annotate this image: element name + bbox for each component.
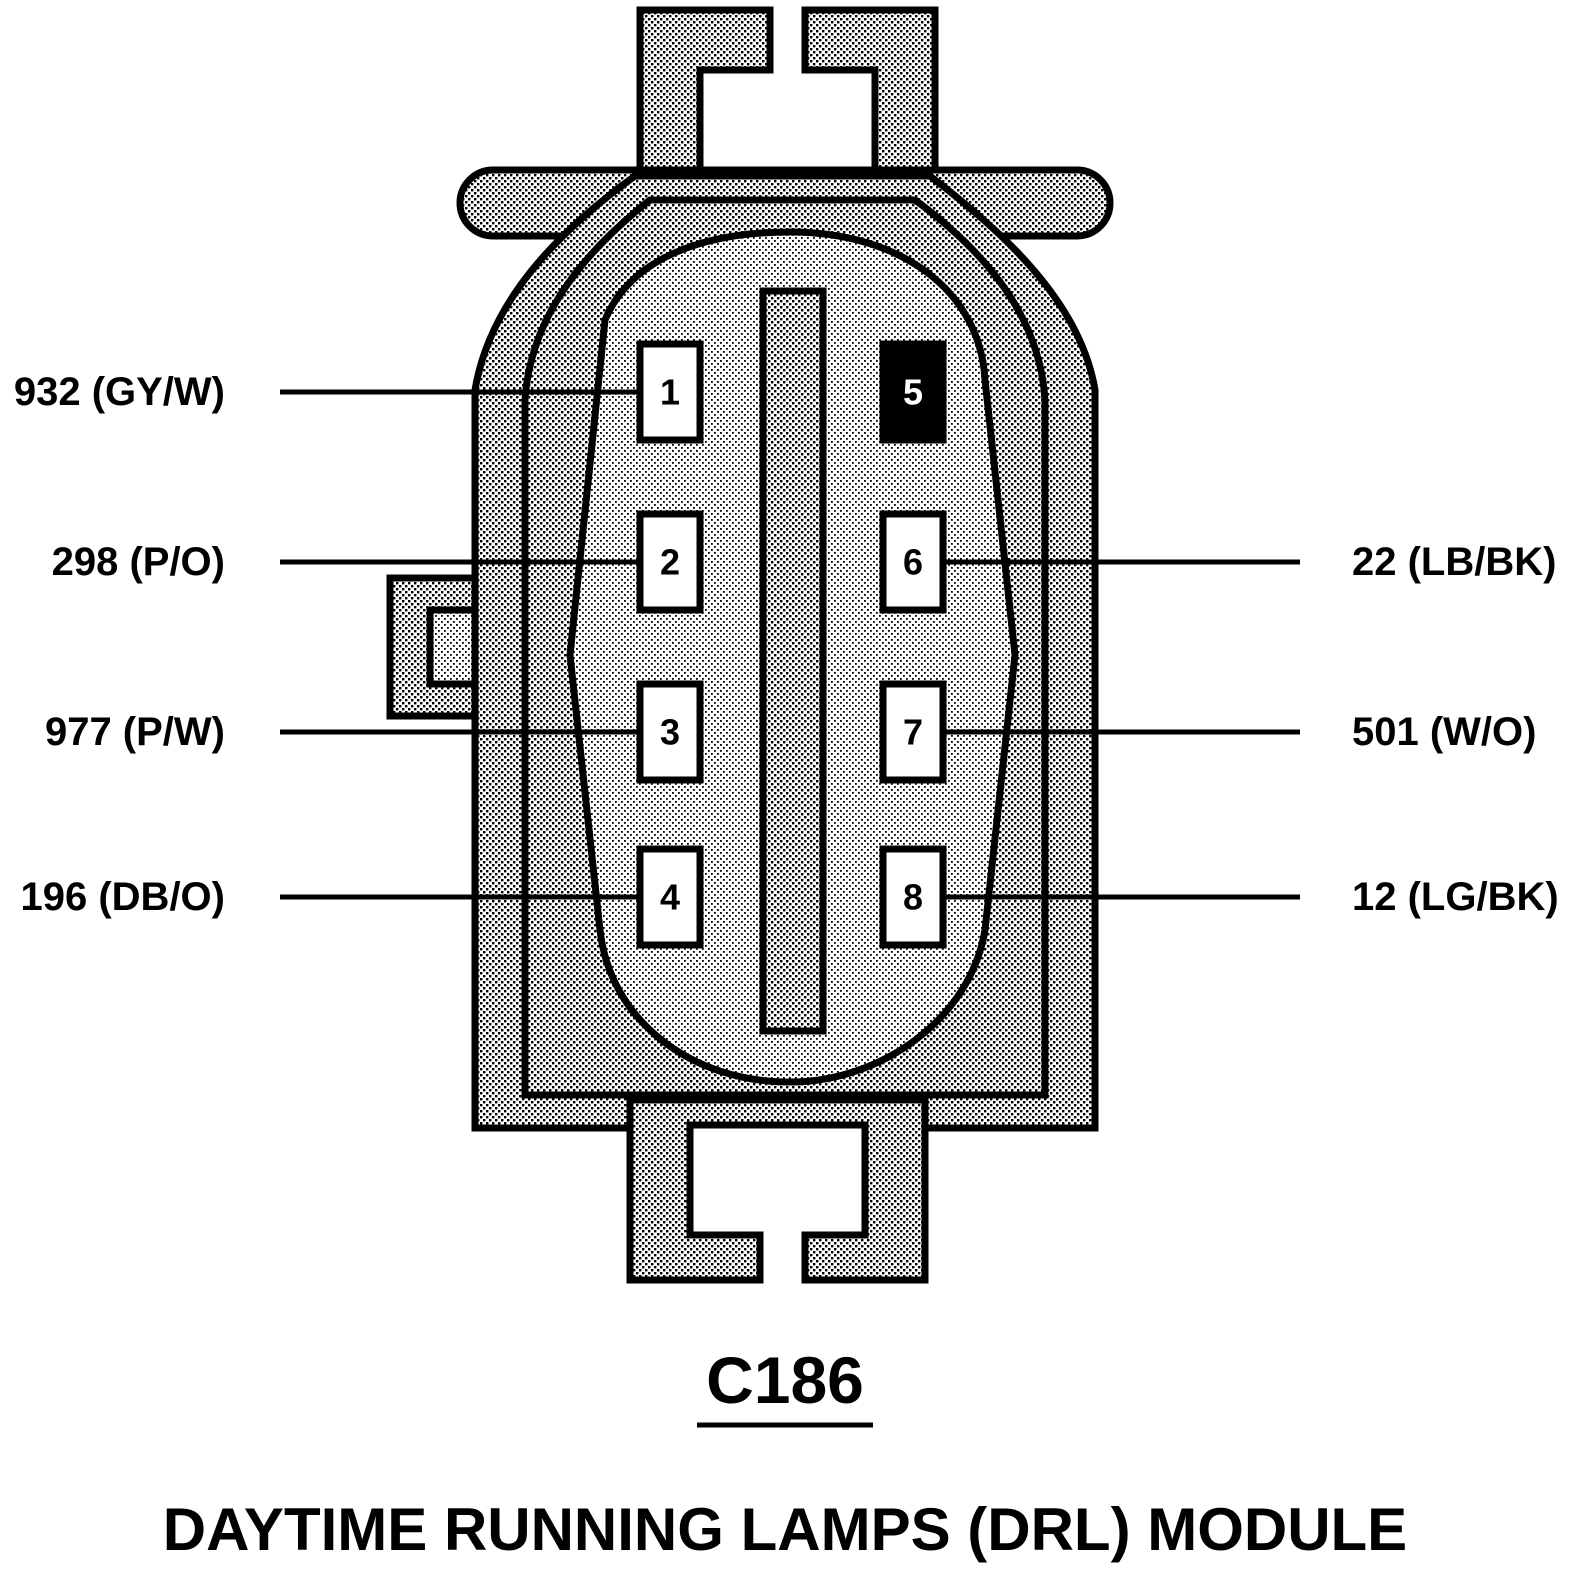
pin-terminals: 1 2 3 4 5 6 7 8 — [636, 340, 947, 949]
wire-lines — [280, 389, 1300, 900]
pin-8 — [879, 845, 947, 949]
pin-3 — [636, 680, 704, 784]
pin-number-1: 1 — [660, 372, 680, 413]
top-latch-right — [801, 6, 939, 180]
pin-1 — [636, 340, 704, 444]
wire-label-3: 977 (P/W) — [45, 710, 225, 754]
pin-4 — [636, 845, 704, 949]
top-latch — [636, 6, 774, 180]
pin-5 — [879, 340, 947, 444]
wire-label-7: 501 (W/O) — [1352, 710, 1536, 754]
pin-7 — [879, 680, 947, 784]
connector-title: DAYTIME RUNNING LAMPS (DRL) MODULE — [163, 1496, 1407, 1563]
wire-label-6: 22 (LB/BK) — [1352, 540, 1556, 584]
pin-number-7: 7 — [903, 712, 923, 753]
wire-label-4: 196 (DB/O) — [21, 875, 226, 919]
bottom-latch — [626, 1096, 929, 1284]
pin-number-8: 8 — [903, 877, 923, 918]
wire-label-8: 12 (LG/BK) — [1352, 875, 1559, 919]
wire-labels: 932 (GY/W)298 (P/O)977 (P/W)196 (DB/O)22… — [14, 370, 1559, 919]
pin-number-2: 2 — [660, 542, 680, 583]
wire-label-1: 932 (GY/W) — [14, 370, 225, 414]
pin-number-5: 5 — [903, 372, 923, 413]
connector-id: C186 — [706, 1343, 864, 1417]
pin-number-3: 3 — [660, 712, 680, 753]
pin-6 — [879, 510, 947, 614]
pin-number-4: 4 — [660, 877, 680, 918]
wire-label-2: 298 (P/O) — [52, 540, 225, 584]
center-rib — [759, 287, 827, 1035]
pin-2 — [636, 510, 704, 614]
pin-number-6: 6 — [903, 542, 923, 583]
